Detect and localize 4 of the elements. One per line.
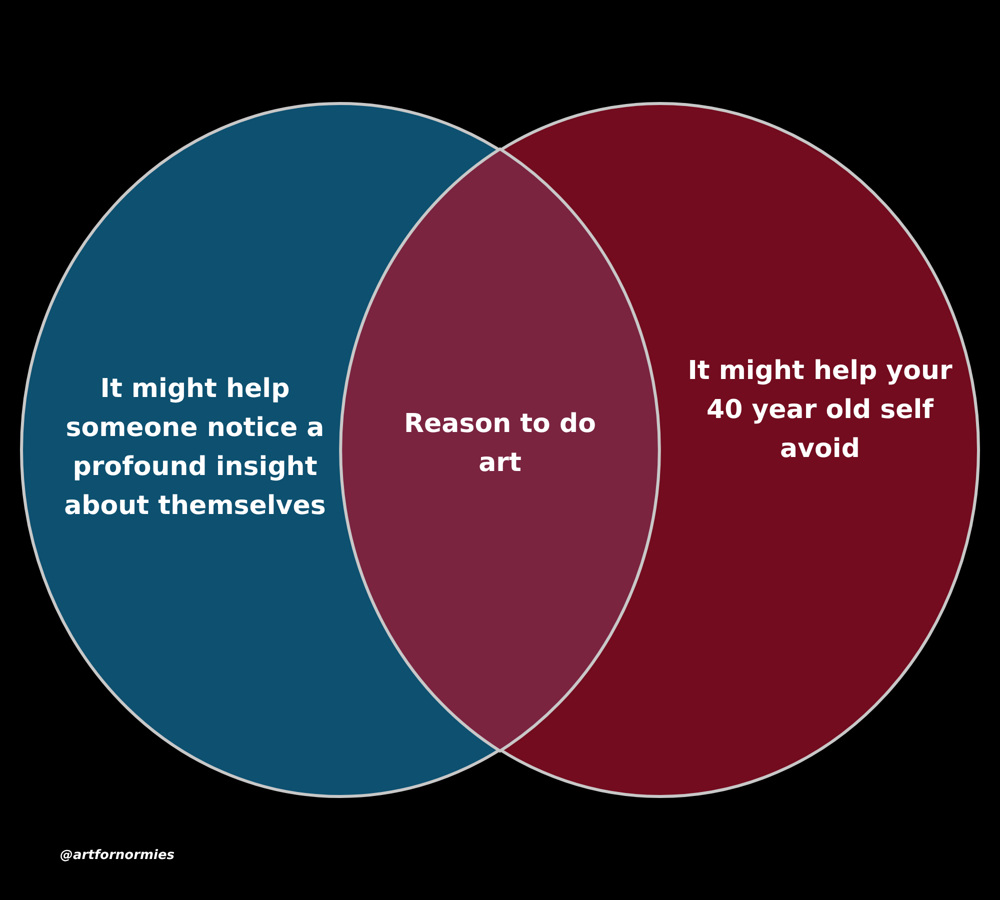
credit-note: @artfornormies [60, 848, 175, 863]
venn-label: Reason to do art [403, 408, 597, 480]
venn-label: It might help someone notice a profound insight about themselves [63, 373, 327, 523]
venn-label: It might help your 40 year old self avoid [686, 355, 954, 466]
